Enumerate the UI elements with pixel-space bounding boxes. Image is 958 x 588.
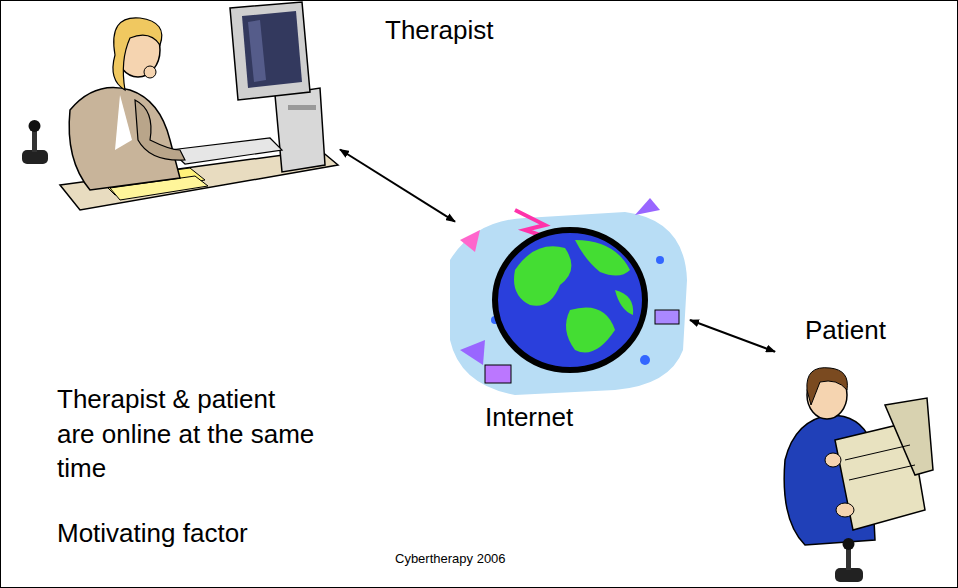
- patient-figure: Patient: [775, 310, 935, 588]
- internet-globe: Internet: [455, 200, 690, 440]
- therapist-figure: Therapist: [20, 0, 340, 230]
- note-text: Motivating factor: [57, 516, 357, 551]
- double-arrow: [690, 320, 775, 352]
- node-label: Therapist: [385, 16, 493, 46]
- node-label: Internet: [485, 403, 573, 433]
- therapist-illustration: [20, 0, 340, 230]
- patient-illustration: [775, 310, 935, 588]
- double-arrow: [340, 150, 455, 222]
- footer-text: Cybertherapy 2006: [395, 550, 595, 567]
- node-label: Patient: [805, 316, 886, 346]
- note-text: Therapist & patient are online at the sa…: [57, 382, 317, 486]
